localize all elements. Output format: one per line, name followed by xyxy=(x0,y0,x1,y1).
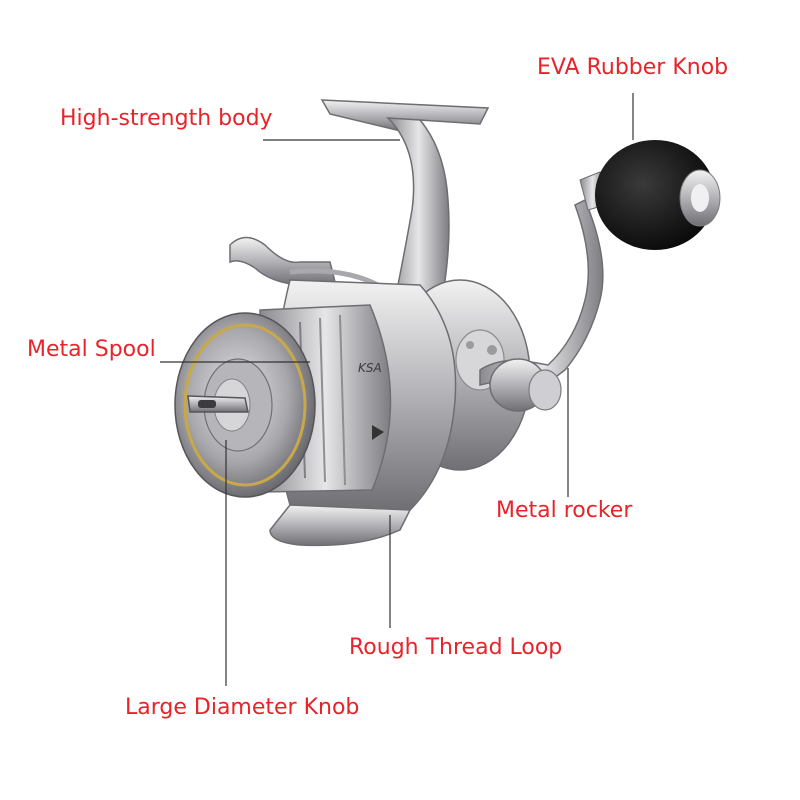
reel-body-stem xyxy=(386,117,450,311)
handle-arm xyxy=(479,198,604,412)
bail-arm-lower xyxy=(269,504,412,547)
label-high-strength-body: High-strength body xyxy=(60,106,273,131)
leader-lines xyxy=(160,93,634,686)
spool-engraving: KSA xyxy=(358,361,382,375)
label-metal-spool: Metal Spool xyxy=(27,337,156,362)
drag-knob xyxy=(187,395,249,413)
label-eva-rubber-knob: EVA Rubber Knob xyxy=(537,55,729,80)
eva-knob xyxy=(579,140,721,250)
label-rough-thread-loop: Rough Thread Loop xyxy=(349,635,563,660)
label-large-diameter-knob: Large Diameter Knob xyxy=(125,695,360,720)
label-metal-rocker: Metal rocker xyxy=(496,498,633,523)
